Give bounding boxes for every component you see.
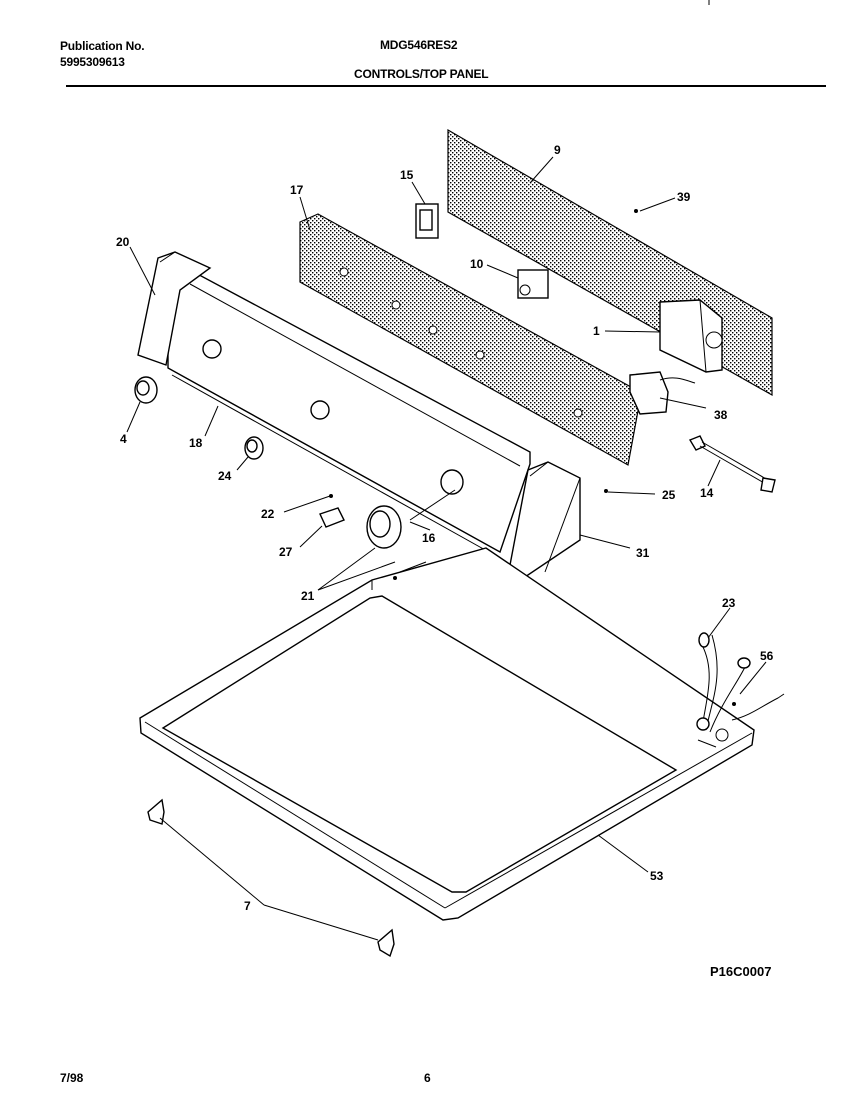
- callout-17: 17: [290, 183, 304, 197]
- callout-53: 53: [650, 869, 664, 883]
- bracket-27: [319, 507, 345, 528]
- callout-25: 25: [662, 488, 676, 502]
- callout-18: 18: [189, 436, 203, 450]
- header-rule: [66, 85, 826, 87]
- clip-7-lower: [377, 928, 395, 958]
- section-title: CONTROLS/TOP PANEL: [354, 67, 489, 81]
- knob-24: [244, 436, 264, 460]
- wire-harness-23: [696, 632, 751, 733]
- callout-24: 24: [218, 469, 232, 483]
- component-10: [517, 269, 549, 299]
- callout-56: 56: [760, 649, 774, 663]
- callout-10: 10: [470, 257, 484, 271]
- callout-39: 39: [677, 190, 691, 204]
- callout-38: 38: [714, 408, 728, 422]
- callout-16: 16: [422, 531, 436, 545]
- end-cap-31: [509, 461, 581, 578]
- callout-7: 7: [244, 899, 251, 913]
- publication-number: 5995309613: [60, 55, 125, 69]
- cord-56: [731, 693, 785, 721]
- callout-4: 4: [120, 432, 127, 446]
- top-panel-53: [139, 547, 755, 921]
- knob-4: [134, 376, 158, 404]
- diagram-code: P16C0007: [710, 964, 772, 979]
- footer-date: 7/98: [60, 1071, 84, 1085]
- callout-21: 21: [301, 589, 315, 603]
- callout-9: 9: [554, 143, 561, 157]
- callout-15: 15: [400, 168, 414, 182]
- footer-page-number: 6: [424, 1071, 431, 1085]
- console-18: [167, 269, 531, 557]
- publication-label: Publication No.: [60, 39, 145, 53]
- harness-14: [688, 435, 776, 493]
- terminal-block-38: [629, 371, 696, 415]
- model-number: MDG546RES2: [380, 38, 458, 52]
- callout-22: 22: [261, 507, 275, 521]
- callout-31: 31: [636, 546, 650, 560]
- timer-1: [659, 299, 723, 373]
- callout-1: 1: [593, 324, 600, 338]
- knob-21: [366, 505, 402, 549]
- callout-14: 14: [700, 486, 714, 500]
- callout-27: 27: [279, 545, 293, 559]
- screw-39: [634, 209, 638, 213]
- callout-20: 20: [116, 235, 130, 249]
- switch-15: [415, 203, 439, 239]
- end-cap-20: [137, 251, 212, 366]
- clip-7-upper: [147, 798, 165, 825]
- callout-23: 23: [722, 596, 736, 610]
